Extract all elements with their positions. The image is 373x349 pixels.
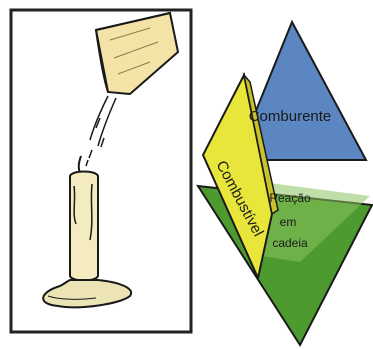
- fire-tetrahedron-icon: Comburente Combustível Reação em cadeia: [198, 22, 372, 345]
- label-reacao-line2: em: [280, 215, 297, 229]
- label-reacao-line1: Reação: [269, 191, 311, 205]
- label-reacao-line3: cadeia: [272, 236, 308, 250]
- candle-panel: [11, 10, 191, 332]
- label-comburente: Comburente: [249, 108, 332, 125]
